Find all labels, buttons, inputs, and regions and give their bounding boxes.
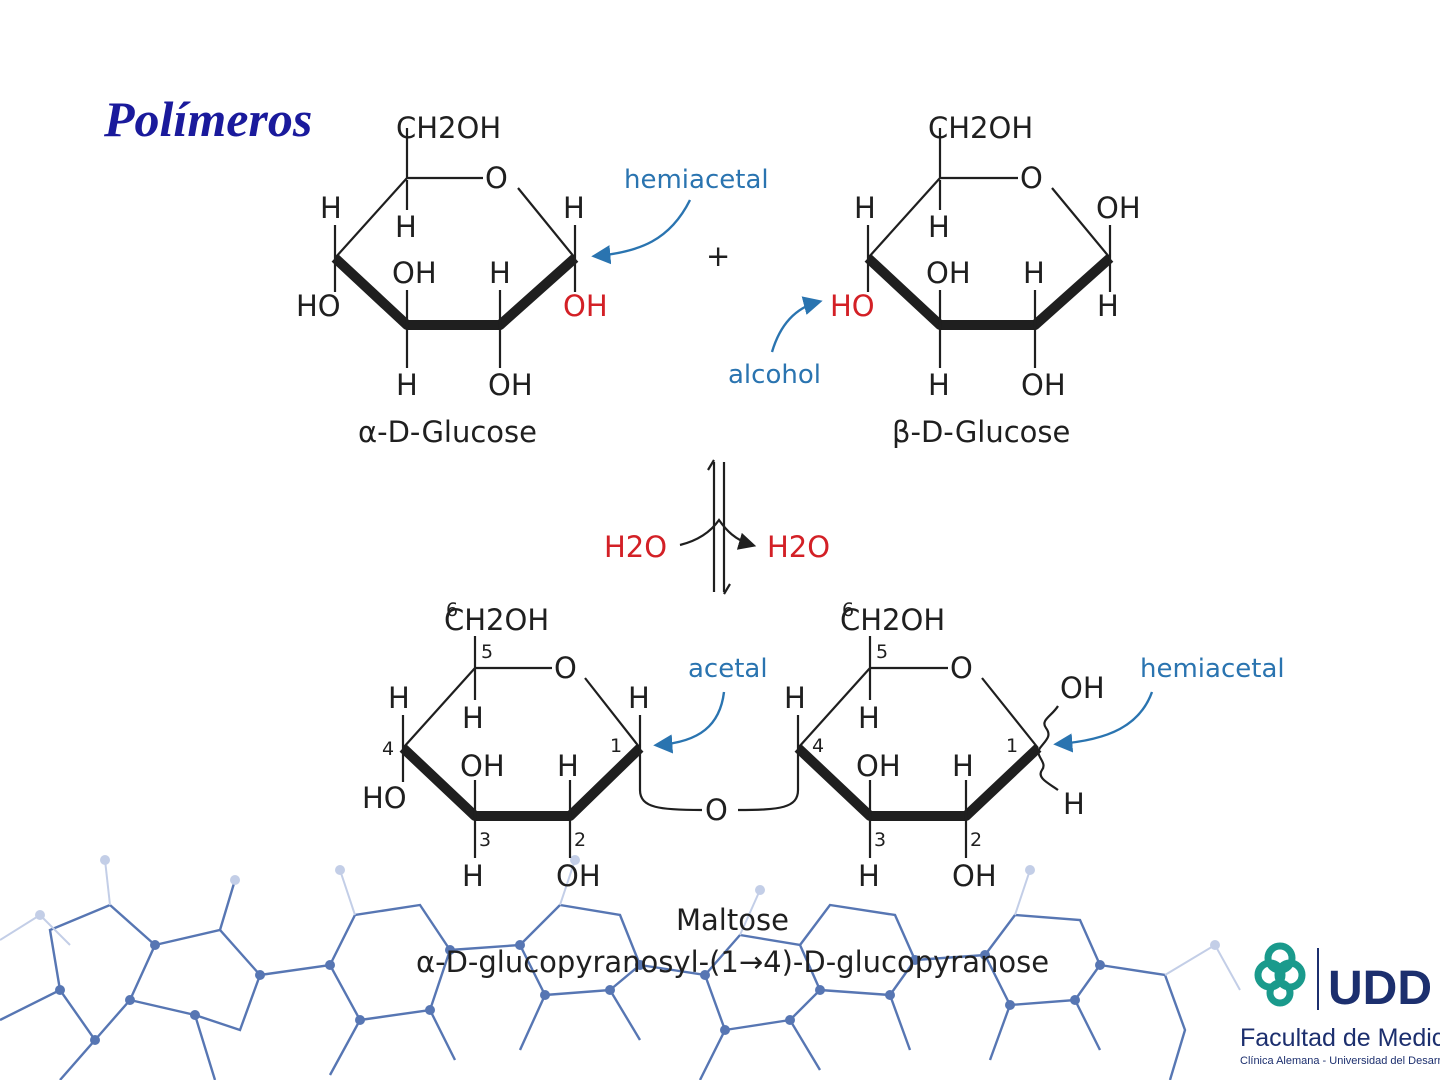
maltose-label: Maltose bbox=[676, 903, 789, 937]
molecular-network-background bbox=[0, 855, 1241, 1080]
h2o-right: H2O bbox=[767, 530, 830, 564]
h-atom: H bbox=[1063, 787, 1085, 821]
hemiacetal-label-maltose: hemiacetal bbox=[1140, 654, 1285, 684]
oh-group: OH bbox=[460, 749, 505, 783]
ch2oh-group: CH2OH bbox=[928, 111, 1033, 145]
ring-oxygen: O bbox=[554, 651, 577, 685]
ho-group: HO bbox=[296, 289, 341, 323]
oh-group: OH bbox=[926, 256, 971, 290]
acetal-label: acetal bbox=[688, 654, 768, 684]
h-atom: H bbox=[557, 749, 579, 783]
slide-title: Polímeros bbox=[104, 91, 313, 147]
ch2oh-group: CH2OH bbox=[840, 603, 945, 637]
h-atom: H bbox=[489, 256, 511, 290]
ch2oh-group: CH2OH bbox=[444, 603, 549, 637]
oh-group: OH bbox=[556, 859, 601, 893]
oh-group: OH bbox=[1021, 368, 1066, 402]
glycosidic-oxygen: O bbox=[705, 793, 728, 827]
h-atom: H bbox=[395, 210, 417, 244]
ring-oxygen: O bbox=[1020, 161, 1043, 195]
h-atom: H bbox=[396, 368, 418, 402]
h-atom: H bbox=[388, 681, 410, 715]
carbon-number-5: 5 bbox=[876, 641, 888, 663]
h-atom: H bbox=[952, 749, 974, 783]
alpha-d-glucose-structure: CH2OH O H H H HO OH H OH H OH bbox=[296, 111, 608, 402]
carbon-number-5: 5 bbox=[481, 641, 493, 663]
beta-d-glucose-structure: CH2OH O H H OH HO OH H H H OH bbox=[830, 111, 1141, 402]
alcohol-arrow bbox=[770, 296, 823, 353]
h-atom: H bbox=[1023, 256, 1045, 290]
carbon-number-4: 4 bbox=[812, 735, 824, 757]
h-atom: H bbox=[628, 681, 650, 715]
oh-group: OH bbox=[856, 749, 901, 783]
alcohol-label: alcohol bbox=[728, 360, 821, 390]
carbon-number-3: 3 bbox=[479, 829, 491, 851]
maltose-structure bbox=[399, 636, 1059, 858]
oh-group: OH bbox=[1060, 671, 1105, 705]
carbon-number-1: 1 bbox=[1006, 735, 1018, 757]
ring-oxygen: O bbox=[485, 161, 508, 195]
h-atom: H bbox=[928, 368, 950, 402]
carbon-number-1: 1 bbox=[610, 735, 622, 757]
carbon-number-2: 2 bbox=[574, 829, 586, 851]
alcohol-ho-group: HO bbox=[830, 289, 875, 323]
h-atom: H bbox=[858, 701, 880, 735]
oh-group: OH bbox=[952, 859, 997, 893]
h-atom: H bbox=[462, 859, 484, 893]
faculty-logo: UDD Facultad de Medicina Clínica Alemana… bbox=[1240, 942, 1440, 1067]
h-atom: H bbox=[563, 191, 585, 225]
hemiacetal-label: hemiacetal bbox=[624, 165, 769, 195]
h-atom: H bbox=[320, 191, 342, 225]
caduceus-icon bbox=[1254, 942, 1306, 1007]
carbon-number-6: 6 bbox=[446, 599, 458, 621]
h2o-left: H2O bbox=[604, 530, 667, 564]
beta-glucose-label: β-D-Glucose bbox=[892, 415, 1070, 449]
ho-group: HO bbox=[362, 781, 407, 815]
oh-group: OH bbox=[392, 256, 437, 290]
oh-group: OH bbox=[1096, 191, 1141, 225]
h-atom: H bbox=[928, 210, 950, 244]
anomeric-oh-group: OH bbox=[563, 289, 608, 323]
hemiacetal-arrow-maltose bbox=[1053, 691, 1154, 753]
carbon-number-4: 4 bbox=[382, 738, 394, 760]
faculty-name: Facultad de Medicina bbox=[1240, 1024, 1440, 1052]
faculty-tagline: Clínica Alemana - Universidad del Desarr… bbox=[1240, 1055, 1440, 1067]
h-atom: H bbox=[1097, 289, 1119, 323]
alpha-glucose-label: α-D-Glucose bbox=[358, 415, 537, 449]
hemiacetal-arrow bbox=[591, 199, 692, 265]
h-atom: H bbox=[784, 681, 806, 715]
ch2oh-group: CH2OH bbox=[396, 111, 501, 145]
carbon-number-2: 2 bbox=[970, 829, 982, 851]
h-atom: H bbox=[462, 701, 484, 735]
h-atom: H bbox=[854, 191, 876, 225]
h-atom: H bbox=[858, 859, 880, 893]
oh-group: OH bbox=[488, 368, 533, 402]
plus-sign: + bbox=[706, 239, 730, 273]
udd-brand: UDD bbox=[1328, 962, 1432, 1015]
ring-oxygen: O bbox=[950, 651, 973, 685]
equilibrium-arrows bbox=[679, 459, 757, 595]
carbon-number-6: 6 bbox=[842, 599, 854, 621]
acetal-arrow bbox=[653, 691, 726, 754]
maltose-systematic-name: α-D-glucopyranosyl-(1→4)-D-glucopyranose bbox=[416, 945, 1049, 979]
carbon-number-3: 3 bbox=[874, 829, 886, 851]
